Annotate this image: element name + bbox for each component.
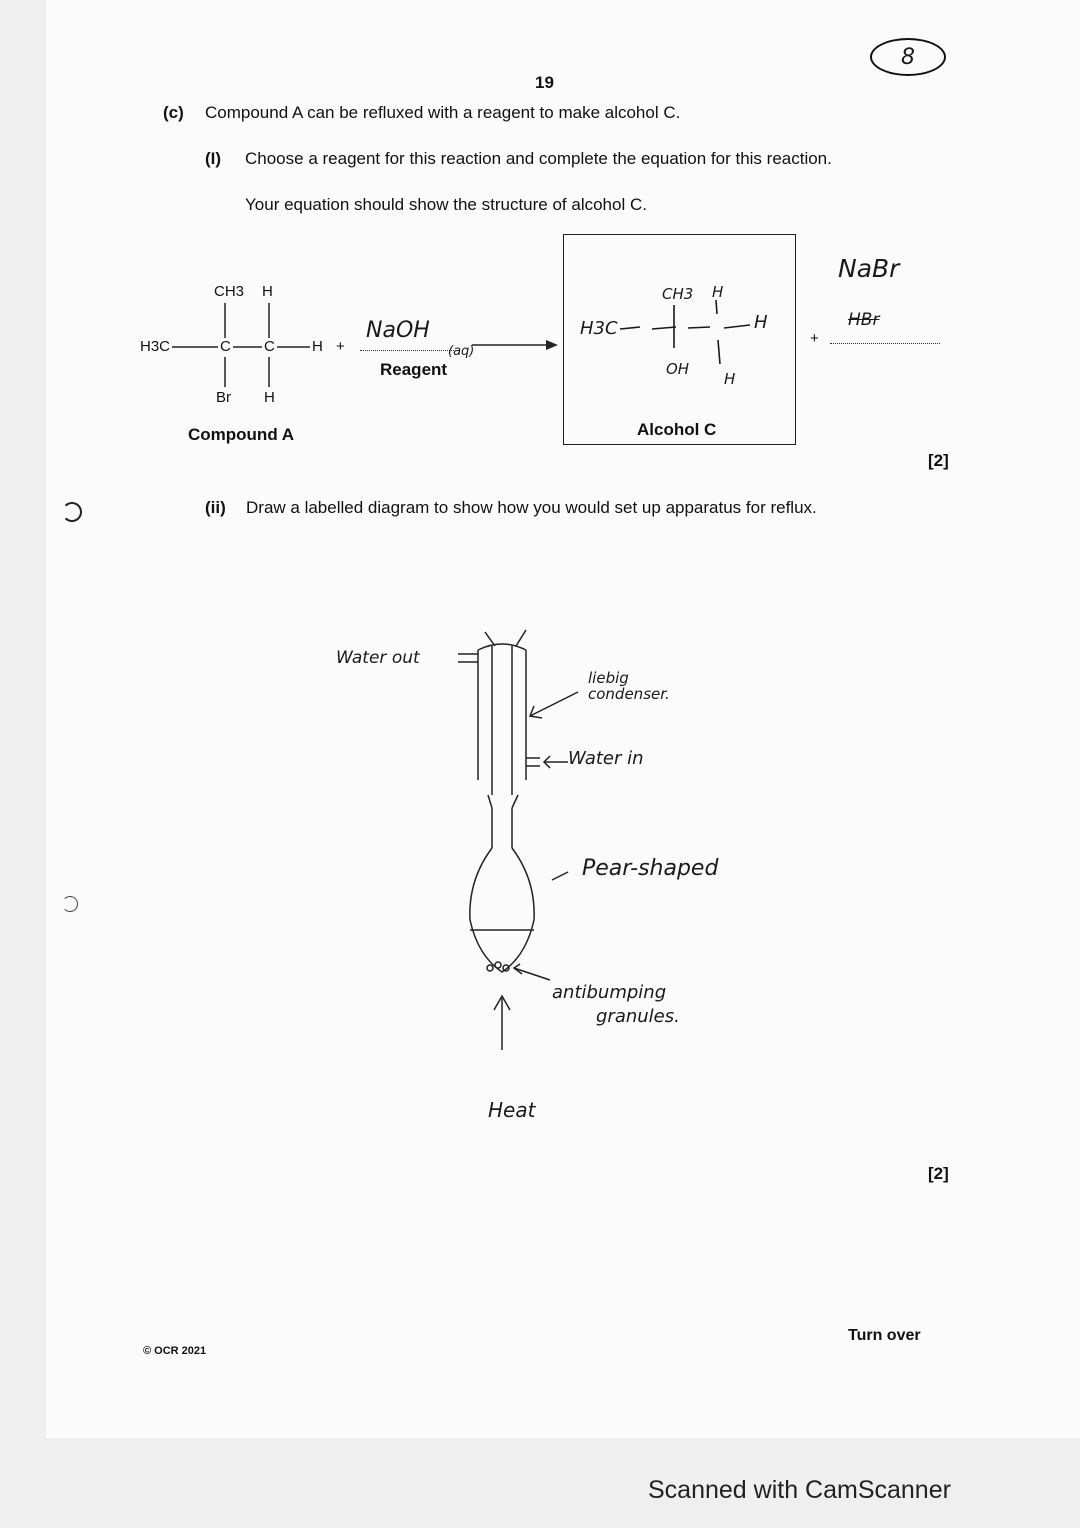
compound-a-label: Compound A (188, 425, 295, 444)
footer-turn-over: Turn over (848, 1327, 921, 1344)
sub-ii-text: Draw a labelled diagram to show how you … (246, 498, 817, 517)
plus-sign-1: + (336, 338, 345, 355)
label-water-out: Water out (336, 648, 420, 668)
alcohol-c-oh: OH (666, 360, 690, 378)
reagent-state: (aq) (448, 344, 475, 359)
binder-hole-mark (62, 502, 82, 522)
plus-sign-2: + (810, 330, 819, 347)
alcohol-c-bonds (619, 299, 751, 365)
product-answer: NaBr (838, 254, 900, 283)
reaction-arrow (472, 340, 558, 350)
compound-a-br: Br (216, 389, 231, 406)
label-heat: Heat (488, 1098, 536, 1122)
compound-a-h-top: H (262, 283, 273, 300)
sub-i-text-2: Your equation should show the structure … (245, 195, 647, 214)
binder-hole-mark (62, 896, 78, 912)
alcohol-c-h-top: H (712, 283, 724, 301)
part-c-stem: Compound A can be refluxed with a reagen… (205, 103, 681, 122)
alcohol-c-h-bottom: H (724, 370, 736, 388)
label-granules: granules. (596, 1006, 680, 1027)
alcohol-c-h3c: H3C (580, 318, 618, 339)
compound-a-c1: C (220, 338, 231, 355)
compound-a-h-right: H (312, 338, 323, 355)
reagent-label: Reagent (380, 360, 448, 379)
sub-i-text: Choose a reagent for this reaction and c… (245, 149, 832, 168)
compound-a-h-bottom: H (264, 389, 275, 406)
alcohol-c-ch3: CH3 (662, 285, 694, 303)
label-water-in: Water in (568, 748, 644, 769)
page-number: 19 (535, 73, 554, 92)
label-antibumping: antibumping (552, 982, 667, 1003)
label-condenser: liebig condenser. (588, 669, 670, 703)
alcohol-c-h-right: H (754, 312, 768, 333)
footer-copyright: © OCR 2021 (143, 1345, 207, 1357)
mark-total-circle: 8 (870, 38, 946, 76)
sub-ii-label: (ii) (205, 498, 226, 517)
sub-i-label: (I) (205, 149, 222, 168)
alcohol-c-label: Alcohol C (637, 420, 717, 439)
marks-ii: [2] (928, 1164, 949, 1183)
part-c-label: (c) (163, 103, 184, 122)
compound-a-h3c: H3C (140, 338, 171, 355)
reagent-answer: NaOH (366, 318, 430, 343)
compound-a-c2: C (264, 338, 275, 355)
scanner-watermark: Scanned with CamScanner (648, 1476, 951, 1504)
reagent-answer-line (360, 330, 460, 351)
reflux-apparatus-drawing (458, 629, 579, 1050)
product-answer-line (830, 325, 940, 344)
marks-i: [2] (928, 451, 949, 470)
compound-a-ch3: CH3 (214, 283, 245, 300)
compound-a-bonds (172, 303, 310, 387)
label-pear-shaped: Pear-shaped (582, 856, 719, 881)
alcohol-c-answer-box (563, 234, 796, 445)
crossed-out-answer: HBr (848, 310, 880, 330)
